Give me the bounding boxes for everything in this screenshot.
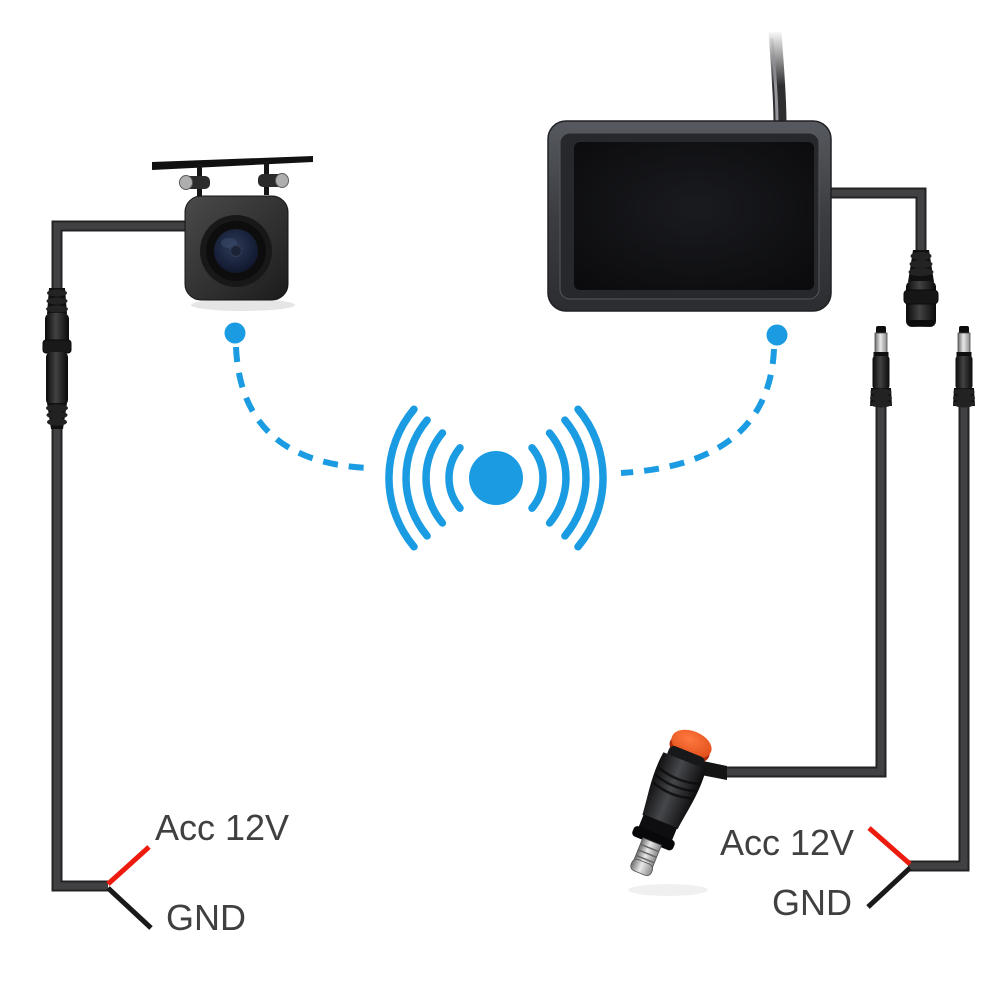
dc-plug-right-cable xyxy=(908,404,970,872)
camera-cable-inline-connector xyxy=(42,288,72,429)
monitor-power-connector-female xyxy=(903,250,939,327)
monitor-acc-label: Acc 12V xyxy=(720,822,854,863)
monitor-cable xyxy=(828,187,927,252)
camera-bracket-screw-left xyxy=(179,175,210,190)
plug-collar xyxy=(632,826,675,851)
camera-link-dot xyxy=(224,322,246,344)
camera-lens-center xyxy=(230,245,242,257)
cigarette-lighter-plug xyxy=(630,729,712,877)
monitor-acc-wire xyxy=(867,826,912,866)
monitor-screen xyxy=(574,142,814,290)
dc-plug-right xyxy=(953,326,975,408)
wifi-waves-left xyxy=(385,405,464,551)
plug-body xyxy=(642,752,707,830)
dc-plug-left-cable xyxy=(718,404,887,778)
camera-acc-wire xyxy=(106,845,151,886)
monitor xyxy=(547,120,832,312)
camera-bracket-bar xyxy=(152,156,313,170)
camera-gnd-label: GND xyxy=(166,897,246,938)
wifi-center-dot xyxy=(469,451,523,505)
camera-gnd-wire xyxy=(106,886,153,930)
camera-wireless-link-dashed-line xyxy=(233,346,369,471)
monitor-gnd-label: GND xyxy=(772,882,852,923)
dc-plug-left xyxy=(870,326,892,408)
wireless-signal-icon xyxy=(385,405,607,551)
plug-cable-stub xyxy=(701,761,727,780)
wifi-waves-right xyxy=(528,405,607,551)
plug-tip-cap xyxy=(630,858,654,877)
camera-acc-label: Acc 12V xyxy=(155,807,289,848)
camera-lens-glint xyxy=(221,238,237,248)
camera-shadow xyxy=(191,299,295,311)
monitor-gnd-wire xyxy=(866,866,912,909)
monitor-antenna-cable xyxy=(768,31,787,124)
backup-camera xyxy=(152,156,313,311)
plug-shadow xyxy=(628,884,708,896)
camera-bracket-screw-right xyxy=(258,173,289,188)
monitor-link-dot xyxy=(766,324,788,346)
camera-power-cable xyxy=(51,220,186,892)
monitor-wireless-link-dashed-line xyxy=(620,348,777,476)
